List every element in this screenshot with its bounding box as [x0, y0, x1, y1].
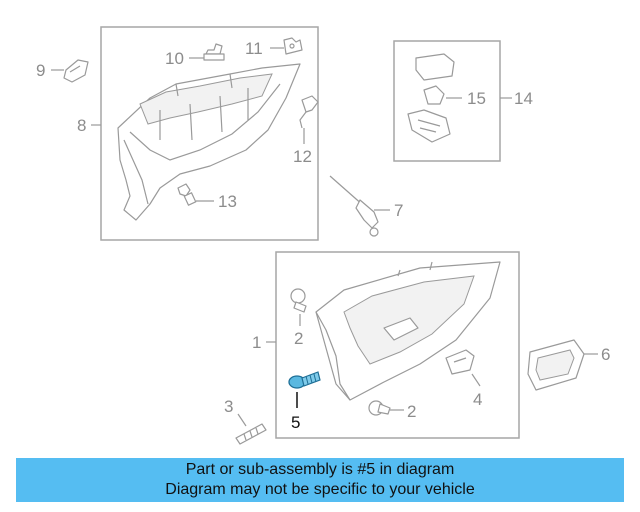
callout-6: 6	[601, 345, 610, 364]
part-10-clip[interactable]	[203, 43, 225, 61]
part-7-strut[interactable]	[329, 175, 379, 237]
callout-14: 14	[514, 89, 533, 108]
banner-line-1: Part or sub-assembly is #5 in diagram	[185, 461, 455, 478]
banner-line-2: Diagram may not be specific to your vehi…	[165, 481, 475, 498]
callout-15: 15	[467, 89, 486, 108]
callout-2-upper: 2	[294, 329, 303, 348]
callout-7: 7	[394, 201, 403, 220]
callout-13: 13	[218, 192, 237, 211]
part-5-screw-highlighted[interactable]	[288, 371, 321, 389]
part-6-tray[interactable]	[527, 339, 585, 391]
callout-4: 4	[473, 390, 482, 409]
leader-4	[471, 373, 481, 387]
part-9-clip[interactable]	[63, 59, 89, 83]
part-2-clip-upper[interactable]	[290, 288, 307, 313]
part-13-bolt[interactable]	[177, 183, 197, 206]
frame-assembly-box	[100, 26, 319, 241]
part-15-bulb[interactable]	[423, 85, 445, 105]
part-12-damper[interactable]	[299, 95, 319, 129]
part-4-striker[interactable]	[445, 349, 475, 375]
part-8-frame[interactable]	[117, 63, 301, 221]
part-14-lamp[interactable]	[407, 53, 455, 143]
lamp-assembly-box	[393, 40, 501, 162]
leader-3	[237, 413, 247, 427]
part-11-bracket[interactable]	[283, 37, 303, 55]
callout-5: 5	[291, 413, 300, 432]
info-banner: Part or sub-assembly is #5 in diagram Di…	[16, 458, 624, 502]
glove-box-assembly-box	[275, 251, 520, 439]
callout-12: 12	[293, 147, 312, 166]
part-2-clip-lower[interactable]	[368, 400, 391, 416]
callout-3: 3	[224, 397, 233, 416]
part-1-glove-box[interactable]	[315, 261, 501, 401]
part-3-bolt[interactable]	[235, 423, 267, 445]
callout-11: 11	[245, 39, 263, 58]
callout-1: 1	[252, 333, 261, 352]
callout-2-lower: 2	[407, 402, 416, 421]
callout-9: 9	[36, 61, 45, 80]
callout-8: 8	[77, 116, 86, 135]
callout-10: 10	[165, 49, 184, 68]
